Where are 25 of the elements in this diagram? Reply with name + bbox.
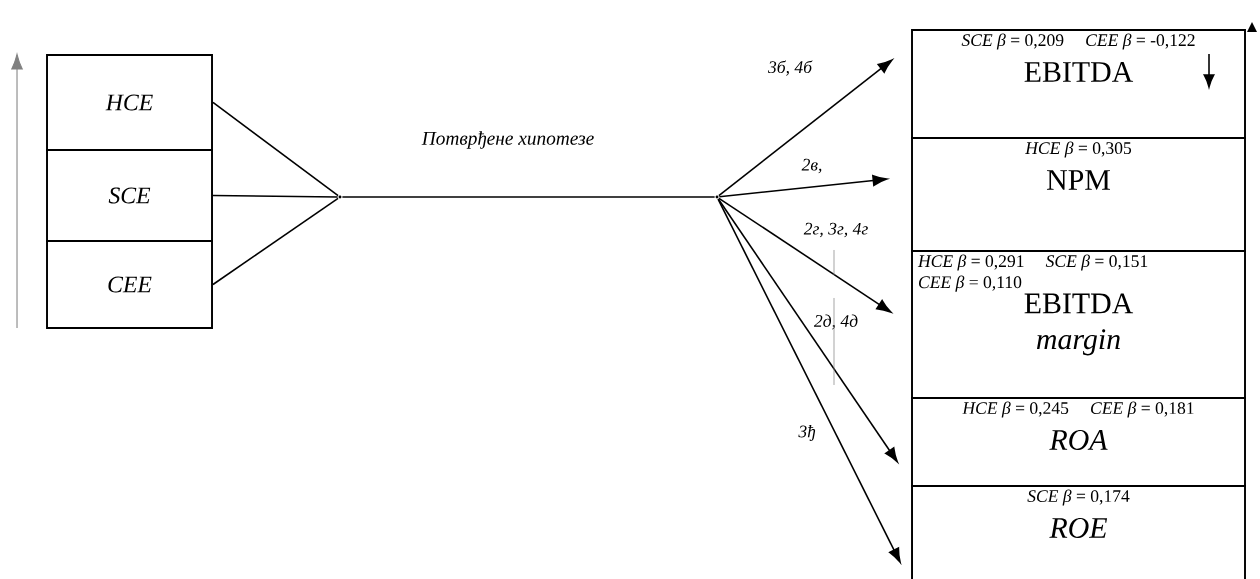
ratio-box: SCE β = 0,174 ROE [911,485,1246,579]
connector-line [341,196,716,198]
arrow [718,197,892,313]
junction-point [338,195,342,199]
variable-box: SCE [46,149,213,242]
ratio-box: HCE β = 0,291 SCE β = 0,151 CEE β = 0,110 EBITDA margin [911,250,1246,399]
junction-point [715,195,719,199]
ratio-box: HCE β = 0,245 CEE β = 0,181 ROA [911,397,1246,487]
edge-label: 3б, 4б [767,60,813,76]
edge-label: 2д, 4д [813,314,858,330]
arrow [718,174,888,198]
edge-label: 2в, [801,158,822,174]
arrow [718,59,893,197]
variable-box: CEE [46,240,213,329]
connector-line [212,194,339,198]
arrow [717,198,901,563]
edge-label: Потврђене хипотезе [421,131,594,149]
edge-label: 3ђ [798,425,816,441]
variable-box: HCE [46,54,213,151]
edge-label: 2г, 3г, 4г [803,222,868,238]
ratio-box: SCE β = 0,209 CEE β = -0,122 EBITDA [911,29,1246,139]
connector-line [212,101,339,197]
ratio-box: HCE β = 0,305 NPM [911,137,1246,252]
connector-line [212,197,339,286]
arrow [717,198,898,463]
